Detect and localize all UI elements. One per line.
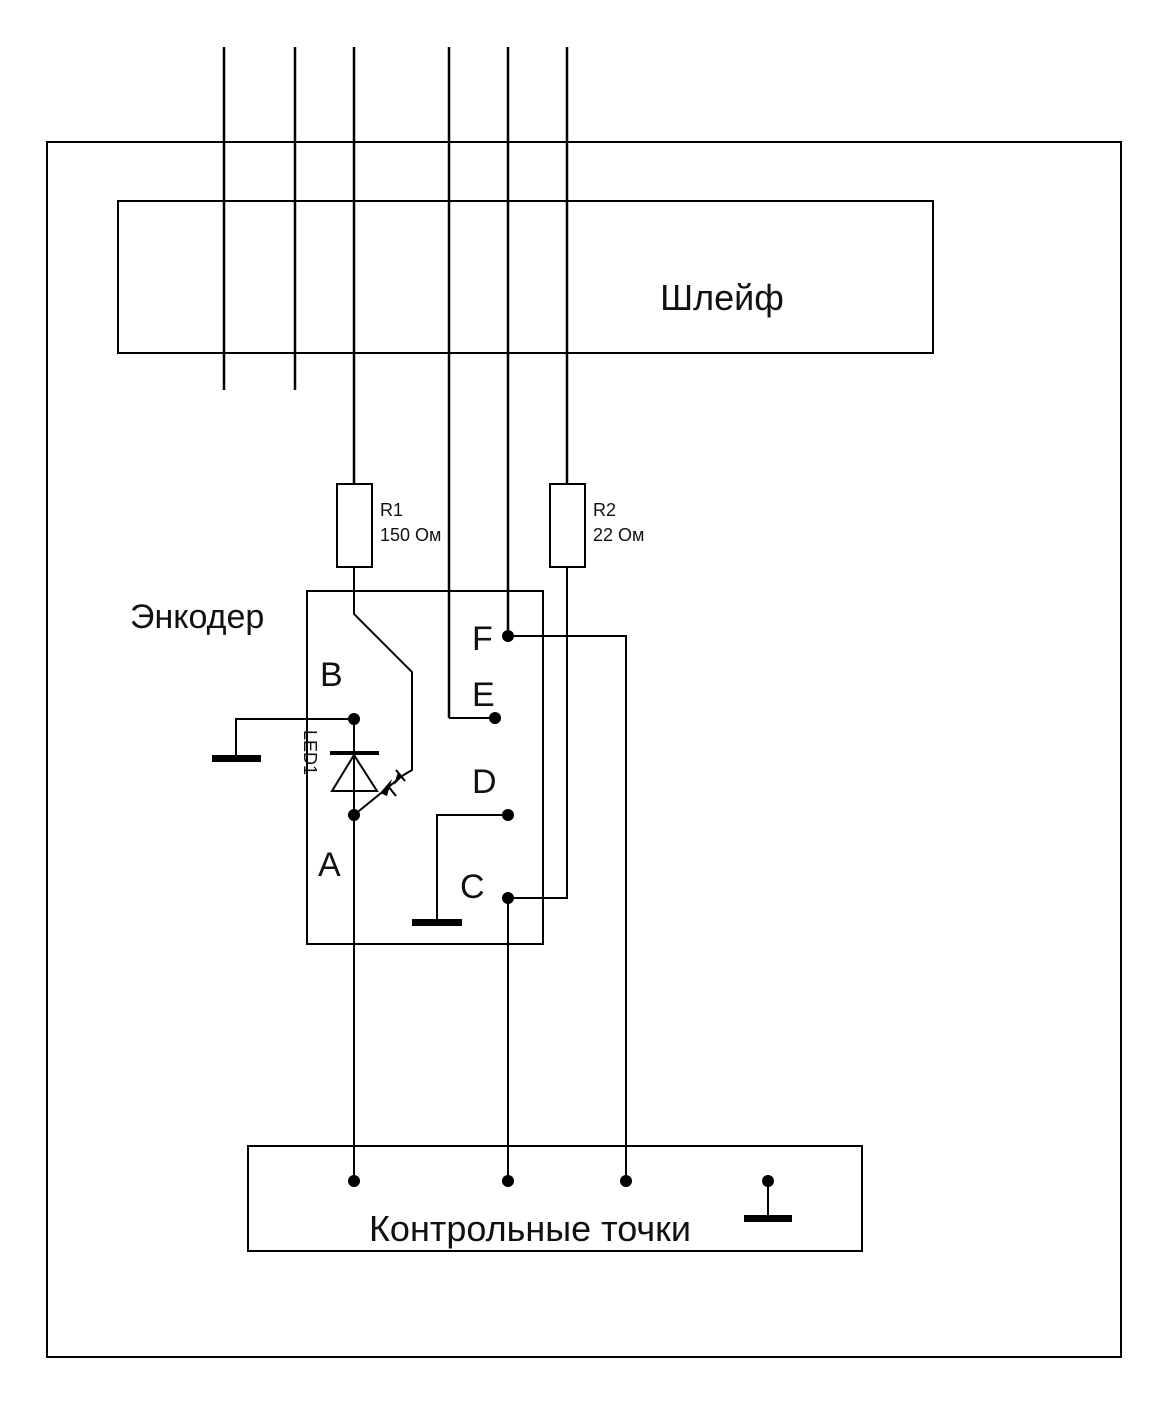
- pin-f-label: F: [472, 620, 493, 658]
- r2-value: 22 Ом: [593, 525, 644, 545]
- pin-a-label: A: [318, 846, 341, 884]
- resistor-r1: [336, 483, 373, 568]
- ground-d-icon: [412, 919, 462, 926]
- pin-b-label: B: [320, 656, 343, 694]
- test-points-label: Контрольные точки: [369, 1208, 691, 1249]
- r2-ref: R2: [593, 500, 616, 520]
- encoder-label: Энкодер: [130, 598, 264, 636]
- test-point-a: [348, 1175, 360, 1187]
- ground-tp-icon: [744, 1215, 792, 1222]
- ground-b-icon: [212, 755, 261, 762]
- led-ref: LED1: [300, 730, 320, 775]
- test-point-c: [502, 1175, 514, 1187]
- wire-d-to-ground: [436, 814, 508, 922]
- r1-value: 150 Ом: [380, 525, 441, 545]
- wire-b-to-ground: [235, 718, 354, 759]
- pin-d-node: [502, 809, 514, 821]
- pin-e-label: E: [472, 676, 495, 714]
- led-icon: [330, 753, 379, 792]
- resistor-r2: [549, 483, 586, 568]
- wire-f-to-tp: [508, 635, 627, 1181]
- emission-arrow-icon: [380, 779, 392, 796]
- test-point-f: [620, 1175, 632, 1187]
- wire-c-to-r2: [508, 567, 568, 899]
- arrow-tick-1: [387, 785, 397, 797]
- loop-block: [117, 200, 934, 354]
- r1-ref: R1: [380, 500, 403, 520]
- loop-block-label: Шлейф: [660, 277, 784, 318]
- pin-c-label: C: [460, 868, 485, 906]
- encoder-block: [306, 590, 544, 945]
- outer-frame: [46, 141, 1122, 1358]
- photo-link: [353, 775, 403, 816]
- pin-d-label: D: [472, 763, 497, 801]
- test-points-block: [247, 1145, 863, 1252]
- wire-r1-to-photo: [353, 567, 413, 777]
- pin-e-node: [489, 712, 501, 724]
- arrow-tick-2: [395, 769, 406, 782]
